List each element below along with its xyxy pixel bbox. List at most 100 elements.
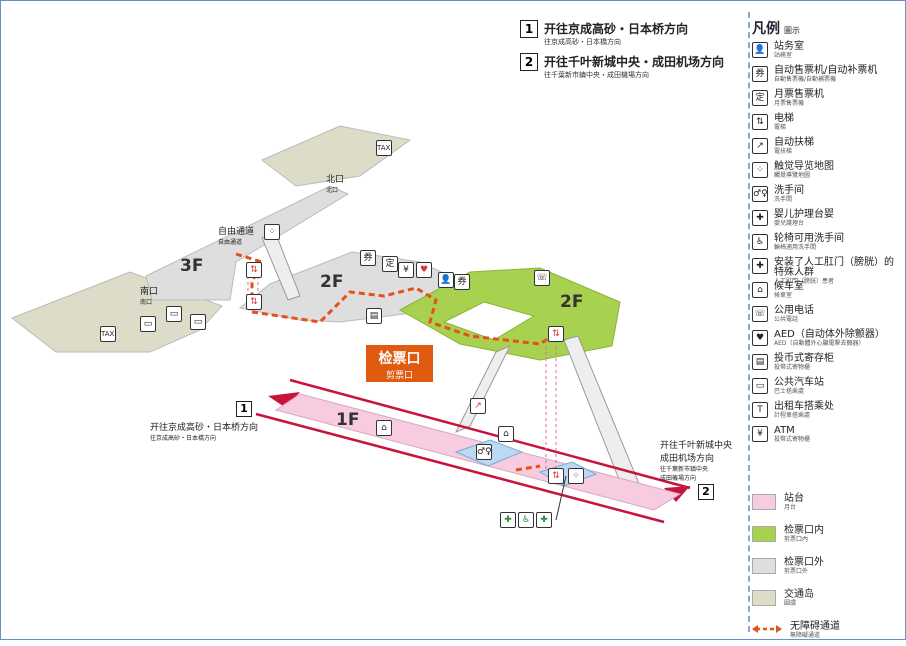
- north-exit-sub: 北口: [326, 187, 339, 194]
- legend-item-sublabel: 輪椅適用洗手間: [774, 244, 817, 251]
- zone-label: 检票口外: [784, 557, 824, 568]
- north-rotary: [261, 125, 412, 187]
- locker-icon: ▤: [752, 354, 768, 370]
- elevator-icon: ⇅: [548, 468, 564, 484]
- station-office-icon: 👤: [752, 42, 768, 58]
- platform-2-dest-main2: 成田机场方向: [660, 454, 715, 464]
- legend-item: ♿轮椅可用洗手间輪椅適用洗手間: [752, 234, 902, 254]
- zone-label: 检票口内: [784, 525, 824, 536]
- legend-barrier-free: 无障碍通道 無障礙通道: [752, 622, 902, 646]
- legend-item-label: 婴儿护理台婴: [774, 209, 834, 220]
- waiting-room-icon: ⌂: [498, 426, 514, 442]
- barrier-free-arrow-icon: [752, 625, 782, 633]
- legend-item: ⌂候车室候車室: [752, 282, 902, 302]
- legend-item-label: 站务室: [774, 41, 804, 52]
- legend-item: ▭公共汽车站巴士搭乘處: [752, 378, 902, 398]
- free-passage-main: 自由通道: [218, 227, 255, 237]
- ticket-machine-icon: 券: [360, 250, 376, 266]
- taxi-icon: T: [752, 402, 768, 418]
- legend-item-label: 公用电话: [774, 305, 814, 316]
- direction-1-number: 1: [520, 20, 538, 38]
- legend-item-label: 安装了人工肛门（膀胱）的特殊人群: [774, 257, 894, 278]
- baby-care-icon: ✚: [752, 210, 768, 226]
- legend-item: ☏公用电话公共電話: [752, 306, 902, 326]
- legend-item-label: 候车室: [774, 281, 804, 292]
- zone-swatch: [752, 526, 776, 542]
- ticket-machine-icon: 券: [454, 274, 470, 290]
- legend: 凡例圖示 👤站务室站務室券自动售票机/自动补票机自動售票機/自動補票機定月票售票…: [752, 18, 902, 646]
- legend-item: ⇅电梯電梯: [752, 114, 902, 134]
- legend-item-label: 自动售票机/自动补票机: [774, 65, 878, 76]
- legend-item-label: 轮椅可用洗手间: [774, 233, 844, 244]
- platform-2-destination: 开往千叶新城中央 成田机场方向 往千葉新市鎮中央 成田機場方向: [660, 438, 732, 482]
- zone-swatch: [752, 590, 776, 606]
- barrier-free-main: 无障碍通道: [790, 621, 840, 632]
- track-arrow-left: [268, 392, 300, 408]
- free-passage-sub: 自由通道: [218, 239, 243, 246]
- aed-icon: ♥: [416, 262, 432, 278]
- platform-1-number: 1: [236, 401, 252, 417]
- platform-1-dest-main: 开往京成高砂・日本桥方向: [150, 423, 259, 433]
- legend-item-label: 月票售票机: [774, 89, 824, 100]
- legend-item-sublabel: 觸覺導覽地圖: [774, 172, 811, 179]
- legend-zone: 交通岛圓環: [752, 590, 902, 614]
- bus-icon: ▭: [752, 378, 768, 394]
- zone-sublabel: 剪票口內: [784, 536, 809, 543]
- aed-icon: ♥: [752, 330, 768, 346]
- legend-item-sublabel: 站務室: [774, 52, 793, 59]
- platform-2-number: 2: [698, 484, 714, 500]
- legend-item-sublabel: 洗手間: [774, 196, 793, 203]
- wheelchair-icon: ♿: [518, 512, 534, 528]
- baby-care-icon: ✚: [500, 512, 516, 528]
- floor-label-2f-right: 2F: [560, 292, 584, 312]
- bus-icon: ▭: [166, 306, 182, 322]
- barrier-free-route-2f: [251, 286, 553, 346]
- ticket-gate-main: 检票口: [378, 351, 421, 367]
- legend-title-main: 凡例: [752, 21, 780, 37]
- barrier-free-sub: 無障礙通道: [790, 632, 821, 639]
- legend-zones: 站台月台检票口内剪票口內检票口外剪票口外交通岛圓環: [752, 494, 902, 614]
- direction-2: 2 开往千叶新城中央・成田机场方向 往千葉新市鎮中央・成田機場方向: [520, 53, 724, 80]
- waiting-room-icon: ⌂: [376, 420, 392, 436]
- waiting-room-icon: ⌂: [752, 282, 768, 298]
- barrier-free-route-1f: [515, 464, 541, 472]
- legend-item-label: 电梯: [774, 113, 794, 124]
- legend-item: ▤投币式寄存柜投幣式寄物櫃: [752, 354, 902, 374]
- legend-item-label: ATM: [774, 425, 795, 436]
- legend-item: 券自动售票机/自动补票机自動售票機/自動補票機: [752, 66, 902, 86]
- tactile-map-icon: ⁘: [752, 162, 768, 178]
- zone-label: 交通岛: [784, 589, 814, 600]
- legend-item-sublabel: AED（自動體外心臟電擊去顫器）: [774, 340, 865, 347]
- escalator-icon: ↗: [470, 398, 486, 414]
- elevator-icon: ⇅: [246, 262, 262, 278]
- legend-item-sublabel: 月票售票機: [774, 100, 805, 107]
- ostomy-icon: ✚: [536, 512, 552, 528]
- phone-icon: ☏: [534, 270, 550, 286]
- legend-item-sublabel: 計程車搭乘處: [774, 412, 811, 419]
- legend-item-sublabel: 電扶梯: [774, 148, 793, 155]
- legend-zone: 站台月台: [752, 494, 902, 518]
- direction-header: 1 开往京成高砂・日本桥方向 往京成高砂・日本橋方向 2 开往千叶新城中央・成田…: [520, 20, 724, 86]
- south-exit-main: 南口: [140, 287, 159, 297]
- restroom-icon: ♂♀: [476, 444, 492, 460]
- legend-item: ✚安装了人工肛门（膀胱）的特殊人群人工肛門（膀胱）患者: [752, 257, 902, 285]
- platform-2-dest-main1: 开往千叶新城中央: [660, 441, 733, 451]
- legend-item-label: 自动扶梯: [774, 137, 814, 148]
- zone-sublabel: 月台: [784, 504, 797, 511]
- concourse-2f-void: [442, 301, 536, 341]
- legend-item-sublabel: 公共電話: [774, 316, 799, 323]
- legend-item-label: 投币式寄存柜: [774, 353, 834, 364]
- elevator-icon: ⇅: [752, 114, 768, 130]
- commuter-pass-icon: 定: [382, 256, 398, 272]
- direction-2-number: 2: [520, 53, 538, 71]
- elevator-icon: ⇅: [548, 326, 564, 342]
- elevator-icon: ⇅: [246, 294, 262, 310]
- facility-leader-line: [555, 475, 567, 521]
- direction-1-main: 开往京成高砂・日本桥方向: [544, 22, 689, 36]
- north-exit-label: 北口 北口: [326, 172, 344, 195]
- zone-sublabel: 剪票口外: [784, 568, 809, 575]
- floor-label-1f: 1F: [336, 410, 360, 430]
- platform-2-dest-sub1: 往千葉新市鎮中央: [660, 466, 709, 473]
